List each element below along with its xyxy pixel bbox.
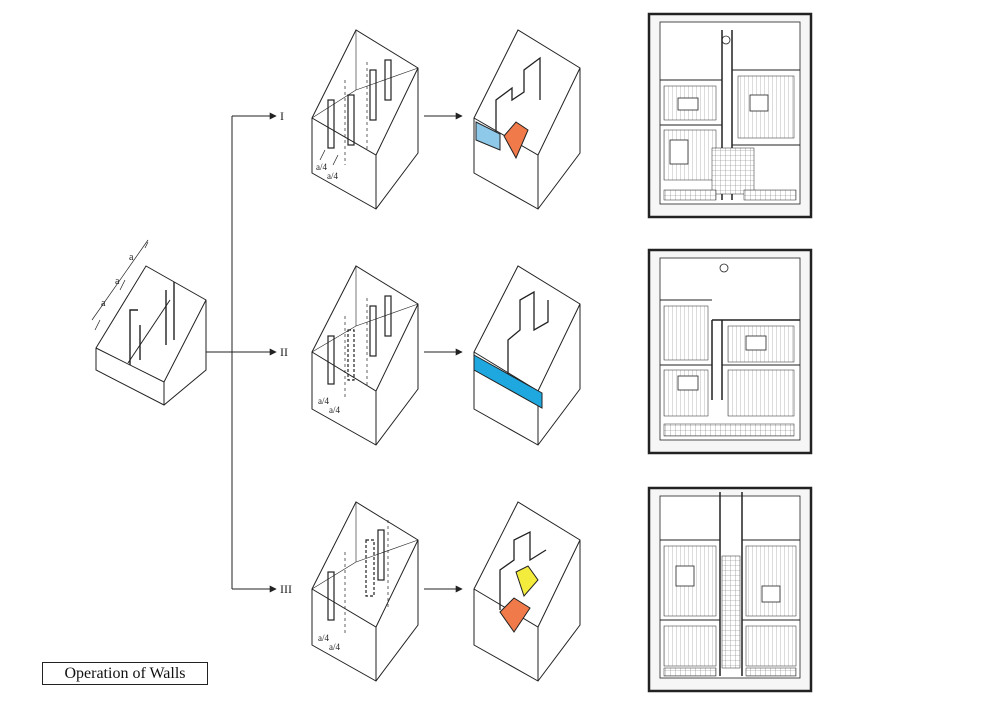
diagram-title: Operation of Walls: [42, 662, 208, 685]
numeral-iii: III: [280, 582, 292, 596]
option-i-blue-zone: [475, 121, 501, 151]
option-iii-orange-zone: [499, 597, 531, 633]
option-ii-colored-box: [473, 265, 581, 446]
option-ii-blue-zone: [473, 354, 543, 409]
option-iii-dim-1: a/4: [318, 633, 329, 643]
option-iii-wire-box: [311, 501, 419, 682]
option-iii-colored-box: [473, 501, 581, 682]
option-i-dim-2: a/4: [327, 171, 338, 181]
option-i-wire-box: [311, 29, 419, 210]
base-label-a3: a: [101, 298, 106, 309]
floor-plan-iii: [647, 486, 813, 693]
numeral-i: I: [280, 109, 284, 123]
option-i-colored-box: [473, 29, 581, 210]
option-ii-dim-2: a/4: [329, 405, 340, 415]
option-ii-wire-box: [311, 265, 419, 446]
branch-lines: [206, 112, 463, 593]
base-box: [91, 239, 207, 406]
floor-plan-i: [647, 12, 813, 219]
base-label-a1: a: [129, 252, 134, 263]
option-i-dim-1: a/4: [316, 162, 327, 172]
numeral-ii: II: [280, 345, 288, 359]
option-i-orange-zone: [503, 121, 529, 160]
floor-plan-ii: [647, 248, 813, 455]
option-iii-yellow-zone: [515, 565, 539, 597]
option-iii-dim-2: a/4: [329, 642, 340, 652]
base-label-a2: a: [115, 276, 120, 287]
option-ii-dim-1: a/4: [318, 396, 329, 406]
